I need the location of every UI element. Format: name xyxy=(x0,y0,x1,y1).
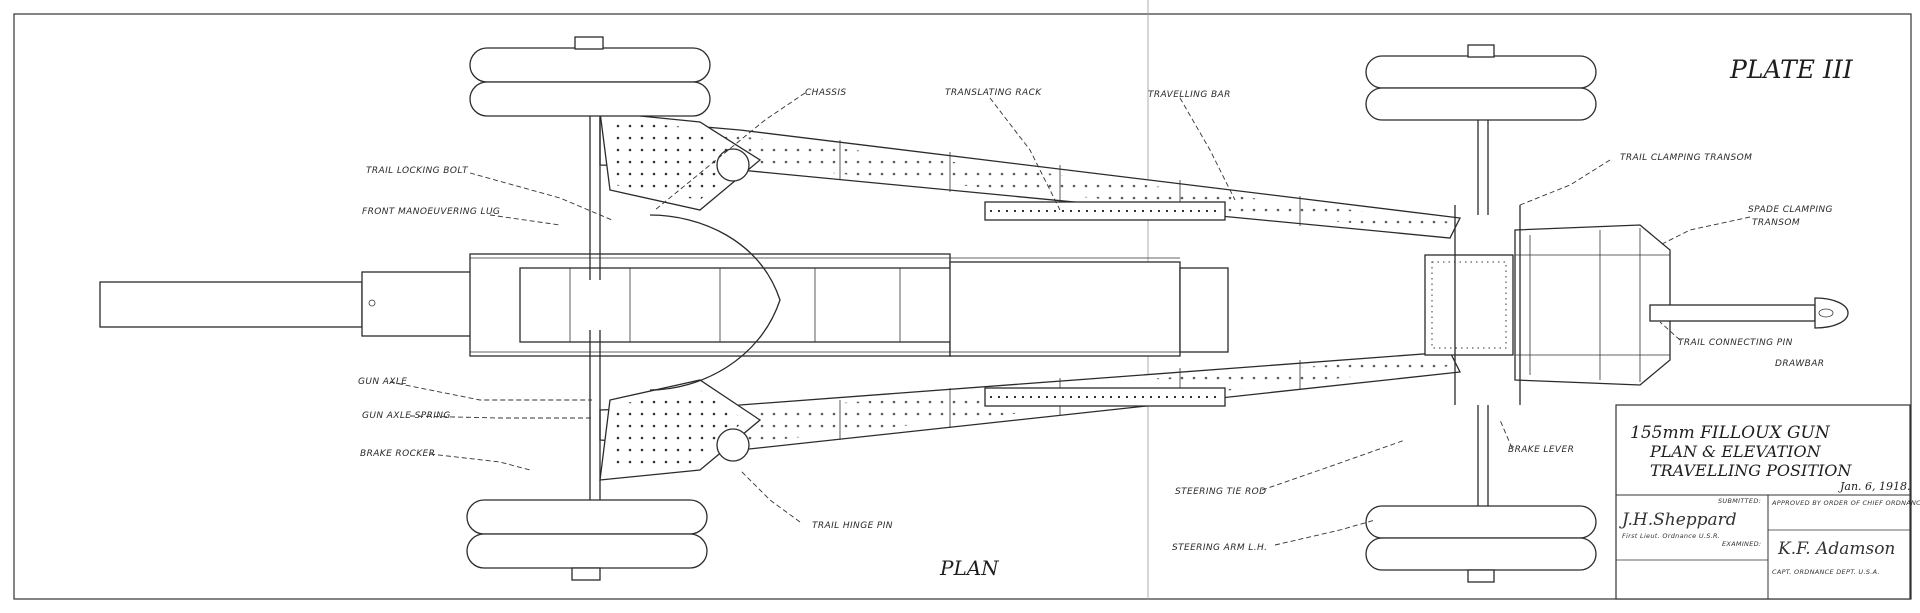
label-trail-clamping-transom: TRAIL CLAMPING TRANSOM xyxy=(1620,153,1752,163)
wheel-rear-bottom xyxy=(466,330,708,581)
drawbar xyxy=(1649,297,1849,329)
limber-frame xyxy=(1424,205,1671,405)
label-gun-axle: GUN AXLE xyxy=(358,377,407,387)
label-trail-hinge-pin: TRAIL HINGE PIN xyxy=(812,521,893,531)
label-chassis: CHASSIS xyxy=(805,88,846,98)
sheet-border xyxy=(13,13,1912,600)
wheel-front-top xyxy=(1365,44,1597,215)
label-steering-arm: STEERING ARM L.H. xyxy=(1172,543,1267,553)
label-brake-rocker: BRAKE ROCKER xyxy=(360,449,435,459)
gun-barrel xyxy=(99,253,1229,357)
title-block xyxy=(1615,404,1911,600)
wheel-rear-top xyxy=(469,36,711,280)
label-trail-locking-bolt: TRAIL LOCKING BOLT xyxy=(366,166,469,176)
approved-label: APPROVED BY ORDER OF CHIEF ORDNANCE OFFI… xyxy=(1771,499,1920,507)
view-label-plan: PLAN xyxy=(939,556,1000,580)
label-translating-rack: TRANSLATING RACK xyxy=(945,88,1042,98)
title-line-1: 155mm FILLOUX GUN xyxy=(1630,423,1831,443)
translating-racks xyxy=(984,201,1226,407)
label-brake-lever: BRAKE LEVER xyxy=(1508,445,1574,455)
submitted-signature: J.H.Sheppard xyxy=(1619,510,1737,530)
title-date: Jan. 6, 1918. xyxy=(1838,480,1911,493)
title-line-2: PLAN & ELEVATION xyxy=(1649,442,1822,461)
submitted-rank: First Lieut. Ordnance U.S.R. xyxy=(1622,532,1720,540)
label-drawbar: DRAWBAR xyxy=(1775,359,1824,369)
label-trail-connecting-pin: TRAIL CONNECTING PIN xyxy=(1678,338,1793,348)
trail-hinge-plates xyxy=(599,111,781,481)
label-spade-clamping-transom-1: SPADE CLAMPING xyxy=(1748,205,1833,215)
approved-signature: K.F. Adamson xyxy=(1777,539,1895,559)
label-spade-clamping-transom-2: TRANSOM xyxy=(1752,218,1800,228)
title-line-3: TRAVELLING POSITION xyxy=(1650,461,1852,480)
leader-lines xyxy=(389,92,1751,546)
examined-label: EXAMINED: xyxy=(1722,540,1761,548)
plate-number: PLATE III xyxy=(1729,55,1854,84)
approved-rank: CAPT. ORDNANCE DEPT. U.S.A. xyxy=(1772,568,1880,576)
wheel-front-bottom xyxy=(1365,405,1597,583)
submitted-label: SUBMITTED: xyxy=(1718,497,1761,505)
label-steering-tie-rod: STEERING TIE ROD xyxy=(1175,487,1266,497)
label-front-maneuvering-lug: FRONT MANOEUVERING LUG xyxy=(362,207,500,217)
label-travelling-bar: TRAVELLING BAR xyxy=(1148,90,1231,100)
label-gun-axle-spring: GUN AXLE SPRING xyxy=(362,411,451,421)
